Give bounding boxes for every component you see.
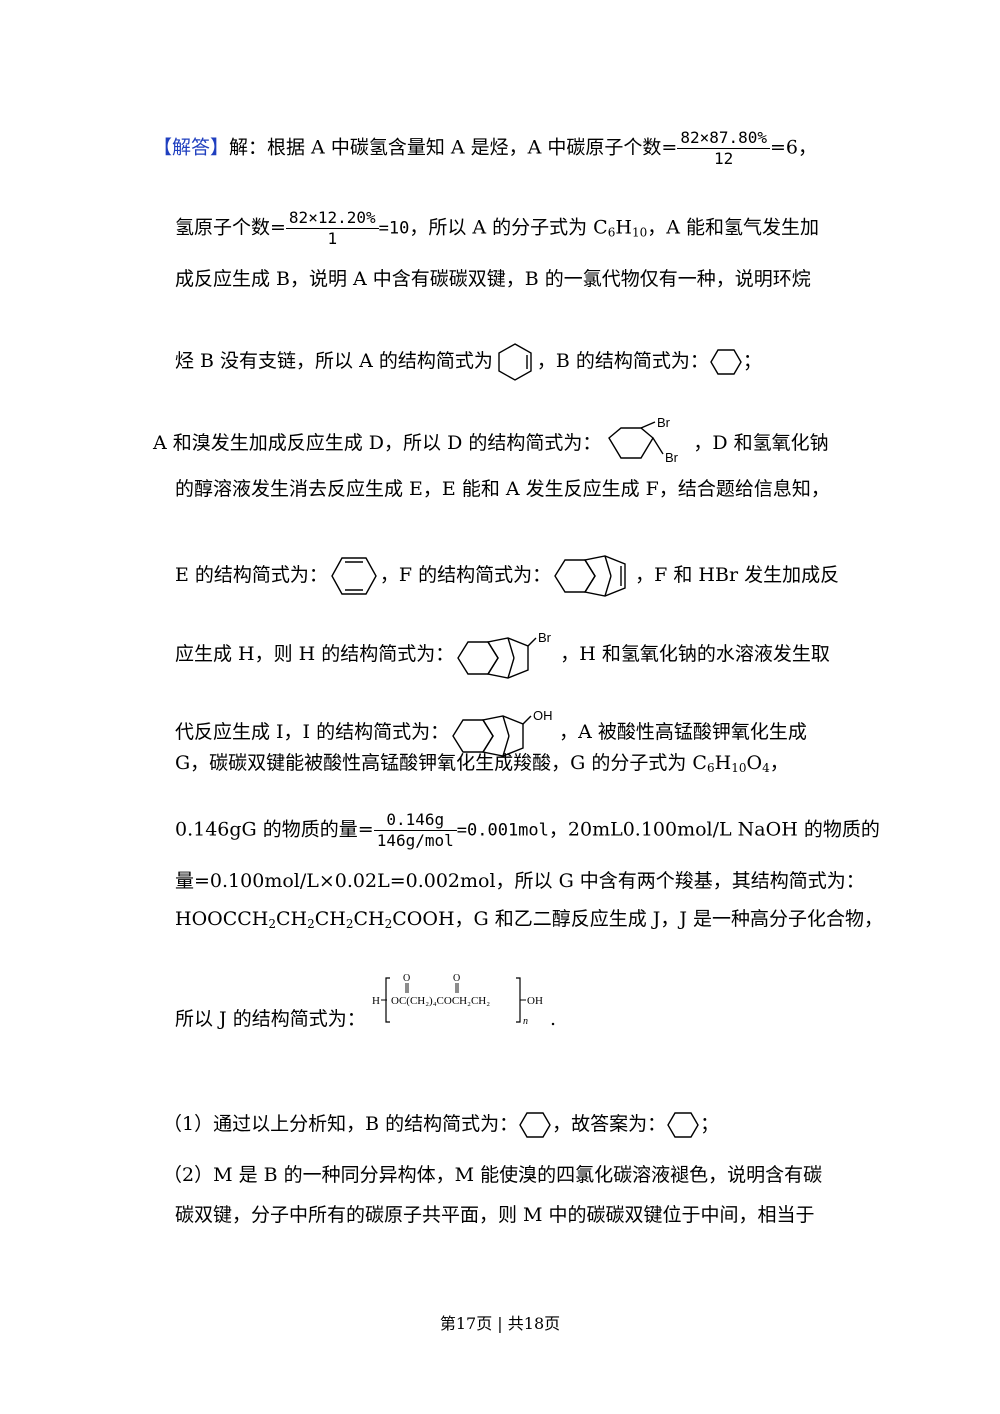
polyester-j-structure: H O O OC(CH₂)₄COCH₂CH₂ OH n [372, 972, 552, 1034]
answer-line-5: A 和溴发生加成反应生成 D，所以 D 的结构简式为： Br Br ，D 和氢氧… [153, 416, 829, 472]
answer-line-6: 的醇溶液发生消去反应生成 E，E 能和 A 发生反应生成 F，结合题给信息知， [175, 478, 830, 500]
cyclohexadiene-structure [328, 554, 380, 598]
hydroxy-bicyclic-i-structure: OH [449, 706, 559, 760]
answer-line-12: 量=0.100mol/L×0.02L=0.002mol，所以 G 中含有两个羧基… [175, 870, 865, 892]
cyclohexane-structure-answer-1 [518, 1110, 552, 1140]
answer-line-16: （2）M 是 B 的一种同分异构体，M 能使溴的四氯化碳溶液褪色，说明含有碳 [163, 1164, 823, 1186]
answer-line-13: HOOCCH2CH2CH2CH2COOH，G 和乙二醇反应生成 J，J 是一种高… [175, 908, 884, 931]
svg-text:O: O [453, 973, 460, 984]
bicyclic-alkene-f-structure [551, 552, 635, 600]
answer-label: 【解答】 [153, 136, 230, 159]
answer-line-15: （1）通过以上分析知，B 的结构简式为： ，故答案为： ； [163, 1110, 719, 1140]
svg-text:OH: OH [533, 708, 553, 723]
cyclohexane-structure-answer-2 [666, 1110, 700, 1140]
answer-line-7: E 的结构简式为： ，F 的结构简式为： ，F 和 HBr 发生加成反 [175, 552, 839, 600]
svg-text:H: H [372, 995, 380, 1007]
svg-text:n: n [523, 1016, 528, 1027]
svg-text:Br: Br [538, 630, 552, 645]
svg-text:Br: Br [665, 450, 679, 465]
svg-text:OH: OH [527, 995, 543, 1007]
answer-line-17: 碳双键，分子中所有的碳原子共平面，则 M 中的碳碳双键位于中间，相当于 [175, 1204, 815, 1226]
cyclohexene-structure [493, 340, 537, 384]
answer-line-1: 【解答】解：根据 A 中碳氢含量知 A 是烃，A 中碳原子个数=82×87.80… [153, 128, 818, 169]
cyclohexane-structure [709, 347, 743, 377]
dibromocyclohexane-structure: Br Br [601, 416, 693, 472]
page-footer: 第17页 | 共18页 [439, 1314, 561, 1333]
answer-line-2: 氢原子个数=82×12.20%1=10，所以 A 的分子式为 C6H10，A 能… [175, 208, 819, 249]
answer-line-3: 成反应生成 B，说明 A 中含有碳碳双键，B 的一氯代物仅有一种，说明环烷 [175, 268, 811, 290]
bromo-bicyclic-h-structure: Br [454, 628, 560, 682]
fraction-hydrogen: 82×12.20%1 [285, 208, 379, 249]
answer-line-10: G，碳碳双键能被酸性高锰酸钾氧化生成羧酸，G 的分子式为 C6H10O4， [175, 752, 789, 775]
svg-text:OC(CH₂)₄COCH₂CH₂: OC(CH₂)₄COCH₂CH₂ [391, 995, 490, 1007]
answer-line-4: 烃 B 没有支链，所以 A 的结构简式为 ，B 的结构简式为： ； [175, 340, 762, 384]
answer-line-14: 所以 J 的结构简式为： [175, 1008, 366, 1030]
fraction-carbon: 82×87.80%12 [677, 128, 771, 169]
svg-text:Br: Br [657, 416, 671, 430]
period: . [550, 1008, 557, 1030]
svg-text:O: O [403, 973, 410, 984]
answer-line-8: 应生成 H，则 H 的结构简式为： Br ，H 和氢氧化钠的水溶液发生取 [175, 628, 830, 682]
answer-line-9: 代反应生成 I，I 的结构简式为： OH ，A 被酸性高锰酸钾氧化生成 [175, 706, 807, 760]
